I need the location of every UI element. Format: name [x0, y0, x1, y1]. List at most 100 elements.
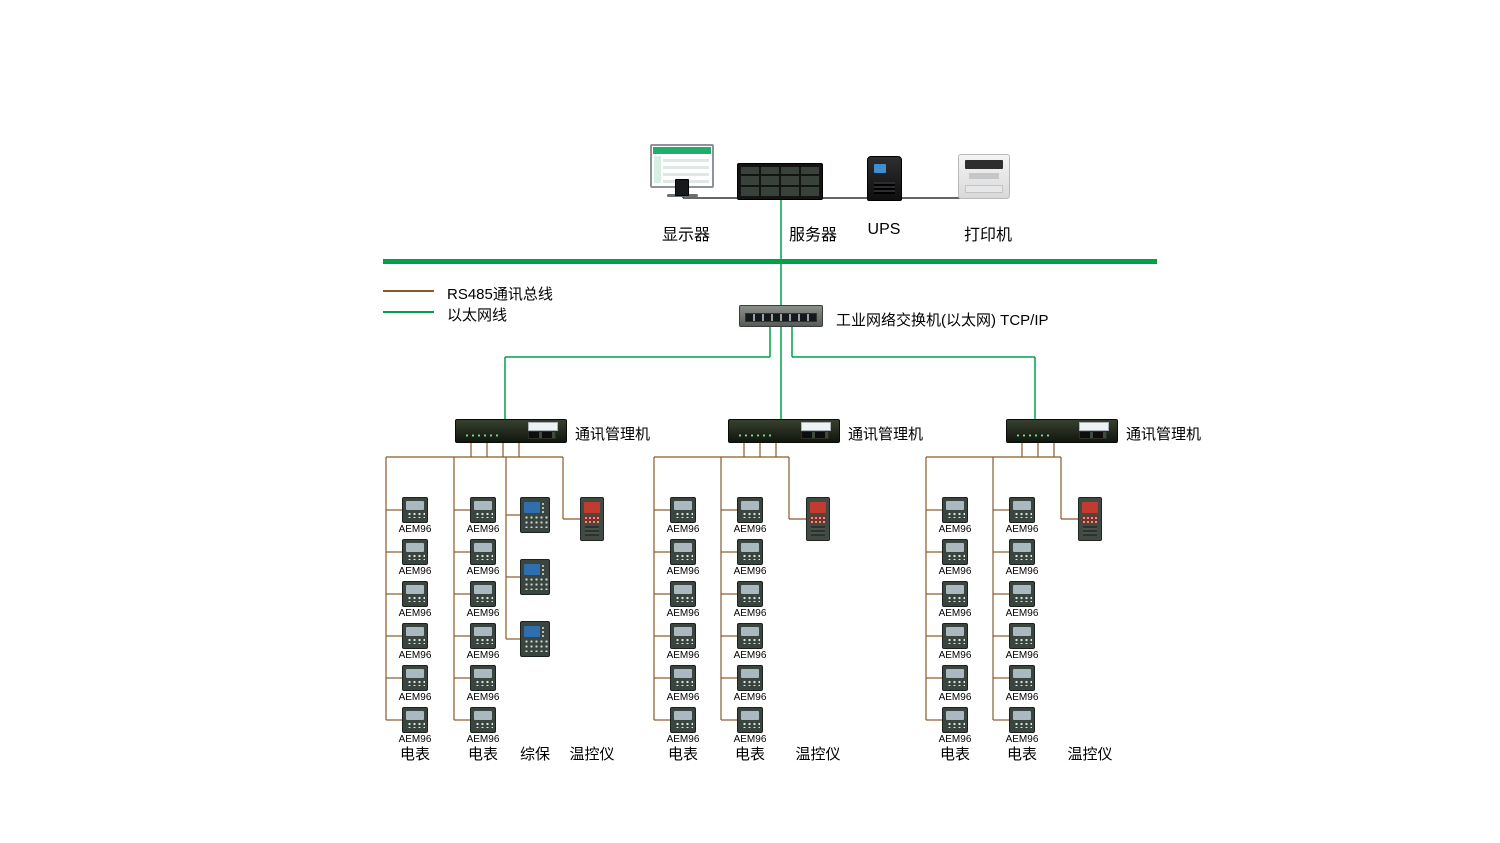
power-meter-icon [737, 707, 763, 733]
meter-display [474, 543, 492, 552]
protection-relay-icon [520, 559, 550, 595]
column-type-label: 温控仪 [795, 746, 841, 763]
device-model-label: AEM96 [666, 566, 700, 577]
power-meter-icon [737, 497, 763, 523]
meter-buttons [407, 722, 425, 728]
power-meter-icon [470, 623, 496, 649]
device-model-label: AEM96 [666, 734, 700, 745]
power-meter-icon [1009, 539, 1035, 565]
column-type-label: 电表 [734, 746, 765, 763]
manager-ports [801, 431, 829, 439]
meter-display [674, 669, 692, 678]
meter-display [406, 501, 424, 510]
protection-relay-icon [520, 621, 550, 657]
column-type-label: 综保 [519, 746, 550, 763]
temp-indicators [584, 516, 600, 524]
manager-sticker [1079, 422, 1109, 431]
meter-display [474, 711, 492, 720]
device-model-label: AEM96 [398, 608, 432, 619]
meter-display [1013, 627, 1031, 636]
meter-display [946, 543, 964, 552]
power-meter-icon [470, 665, 496, 691]
meter-buttons [947, 554, 965, 560]
meter-display [946, 669, 964, 678]
temp-indicators [1082, 516, 1098, 524]
manager-sticker [528, 422, 558, 431]
comm-manager-label: 通讯管理机 [575, 426, 651, 443]
meter-buttons [675, 554, 693, 560]
column-type-label: 电表 [667, 746, 698, 763]
meter-buttons [742, 554, 760, 560]
power-meter-icon [402, 665, 428, 691]
meter-buttons [475, 596, 493, 602]
power-meter-icon [942, 497, 968, 523]
manager-leds [464, 433, 500, 438]
device-model-label: AEM96 [733, 608, 767, 619]
device-model-label: AEM96 [666, 650, 700, 661]
device-model-label: AEM96 [466, 650, 500, 661]
power-meter-icon [942, 707, 968, 733]
meter-buttons [742, 638, 760, 644]
device-model-label: AEM96 [398, 734, 432, 745]
relay-leds [541, 502, 546, 513]
manager-sticker [801, 422, 831, 431]
manager-ports [528, 431, 556, 439]
power-meter-icon [1009, 707, 1035, 733]
device-model-label: AEM96 [466, 608, 500, 619]
power-meter-icon [942, 539, 968, 565]
device-model-label: AEM96 [938, 524, 972, 535]
power-meter-icon [670, 539, 696, 565]
device-model-label: AEM96 [398, 566, 432, 577]
power-meter-icon [402, 497, 428, 523]
power-meter-icon [670, 581, 696, 607]
power-meter-icon [942, 665, 968, 691]
meter-display [406, 669, 424, 678]
device-model-label: AEM96 [1005, 608, 1039, 619]
power-meter-icon [470, 497, 496, 523]
monitor-screen-rows [663, 158, 709, 183]
meter-display [474, 627, 492, 636]
device-model-label: AEM96 [733, 734, 767, 745]
meter-display [1013, 585, 1031, 594]
meter-display [946, 585, 964, 594]
meter-buttons [475, 554, 493, 560]
meter-display [474, 585, 492, 594]
device-model-label: AEM96 [1005, 524, 1039, 535]
meter-buttons [1014, 554, 1032, 560]
temp-vents [585, 526, 599, 536]
meter-buttons [475, 638, 493, 644]
relay-display [524, 564, 540, 575]
meter-display [406, 711, 424, 720]
device-model-label: AEM96 [1005, 566, 1039, 577]
device-model-label: AEM96 [466, 524, 500, 535]
device-model-label: AEM96 [938, 566, 972, 577]
power-meter-icon [942, 623, 968, 649]
power-meter-icon [470, 539, 496, 565]
meter-buttons [675, 680, 693, 686]
relay-keypad [524, 639, 548, 652]
meter-display [946, 501, 964, 510]
column-type-label: 温控仪 [569, 746, 615, 763]
power-meter-icon [670, 623, 696, 649]
power-meter-icon [1009, 665, 1035, 691]
ups-icon [867, 156, 902, 201]
manager-ports [1079, 431, 1107, 439]
temperature-controller-icon [580, 497, 604, 541]
meter-buttons [407, 554, 425, 560]
device-model-label: AEM96 [466, 566, 500, 577]
manager-leds [1015, 433, 1051, 438]
ups-display [874, 164, 886, 173]
power-meter-icon [470, 581, 496, 607]
ethernet-backbone-line [383, 259, 1157, 264]
meter-buttons [675, 638, 693, 644]
meter-buttons [475, 680, 493, 686]
pc-box-icon [675, 179, 689, 196]
meter-buttons [1014, 512, 1032, 518]
meter-display [741, 711, 759, 720]
meter-display [741, 669, 759, 678]
meter-buttons [742, 512, 760, 518]
device-model-label: AEM96 [1005, 734, 1039, 745]
temp-vents [1083, 526, 1097, 536]
meter-display [406, 627, 424, 636]
device-model-label: AEM96 [466, 734, 500, 745]
